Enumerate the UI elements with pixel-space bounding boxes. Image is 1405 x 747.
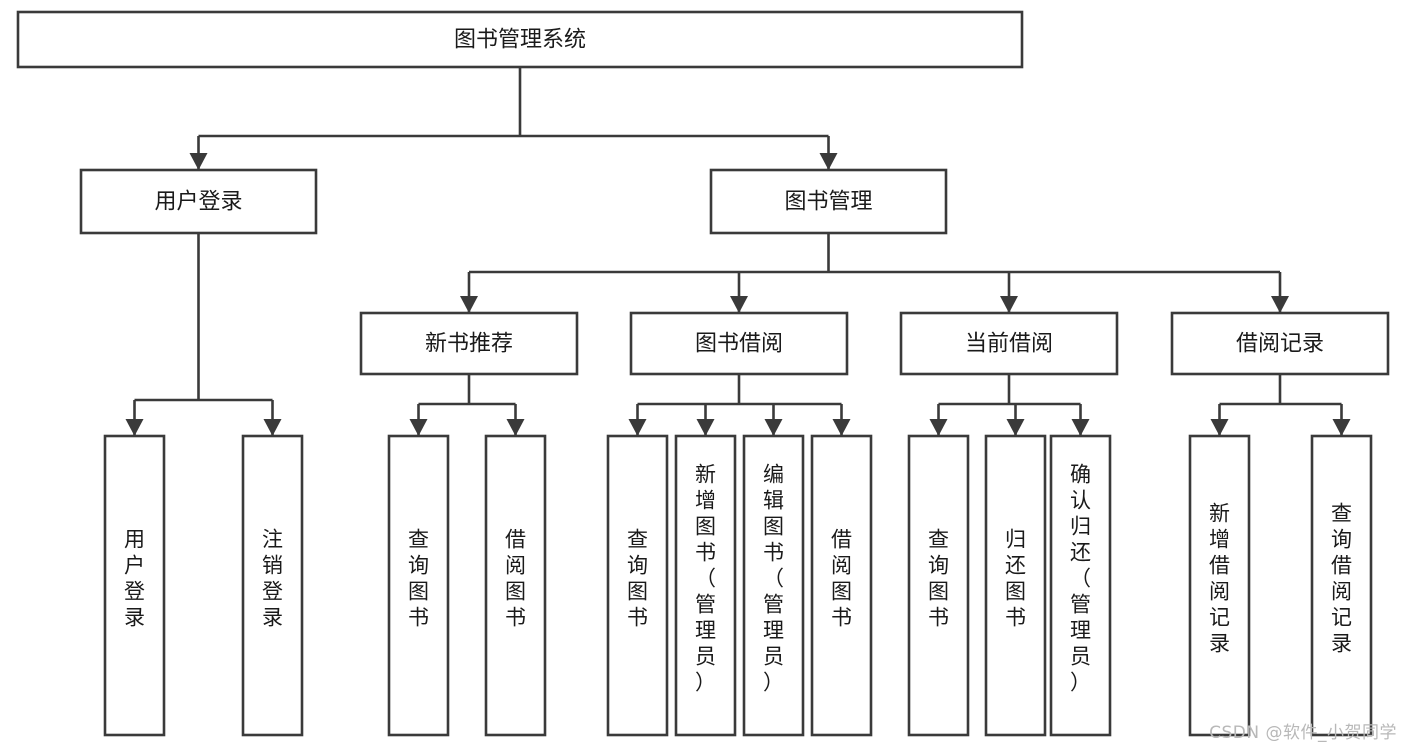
leaf-node-label: 查询图书 xyxy=(408,528,429,630)
arrow-head-icon xyxy=(409,419,428,436)
leaf-node-10[interactable]: 归还图书 xyxy=(984,434,1047,737)
arrow-head-icon xyxy=(1006,419,1025,436)
leaf-node-label: 新增借阅记录 xyxy=(1209,502,1230,656)
leaf-node-rect xyxy=(1188,434,1251,737)
leaf-node-2[interactable]: 注销登录 xyxy=(241,434,304,737)
level3-node-rect xyxy=(629,311,849,376)
leaf-node-label: 查询图书 xyxy=(928,528,949,630)
leaf-node-label: 查询借阅记录 xyxy=(1331,502,1352,656)
level3-node-4[interactable]: 借阅记录 xyxy=(1170,311,1390,376)
level3-node-1[interactable]: 新书推荐 xyxy=(359,311,579,376)
leaf-node-rect xyxy=(1049,434,1112,737)
arrow-head-icon xyxy=(125,419,144,436)
leaf-node-rect xyxy=(674,434,737,737)
arrow-head-icon xyxy=(1332,419,1351,436)
leaf-node-7[interactable]: 编辑图书（管理员） xyxy=(742,434,805,737)
arrow-head-icon xyxy=(506,419,525,436)
leaf-node-rect xyxy=(810,434,873,737)
leaf-node-label: 借阅图书 xyxy=(831,528,852,630)
level3-node-2[interactable]: 图书借阅 xyxy=(629,311,849,376)
leaf-node-label: 注销登录 xyxy=(262,528,283,630)
leaf-node-5[interactable]: 查询图书 xyxy=(606,434,669,737)
arrow-head-icon xyxy=(1000,296,1018,313)
arrow-head-icon xyxy=(764,419,783,436)
level3-node-rect xyxy=(359,311,579,376)
leaf-node-4[interactable]: 借阅图书 xyxy=(484,434,547,737)
arrow-head-icon xyxy=(628,419,647,436)
leaf-node-11[interactable]: 确认归还（管理员） xyxy=(1049,434,1112,737)
level3-node-3[interactable]: 当前借阅 xyxy=(899,311,1119,376)
leaf-node-rect xyxy=(103,434,166,737)
leaf-node-8[interactable]: 借阅图书 xyxy=(810,434,873,737)
leaf-node-rect xyxy=(484,434,547,737)
level3-node-label: 新书推荐 xyxy=(425,332,513,357)
leaf-node-label: 查询图书 xyxy=(627,528,648,630)
arrow-head-icon xyxy=(1271,296,1289,313)
arrow-head-icon xyxy=(696,419,715,436)
leaf-node-rect xyxy=(907,434,970,737)
leaf-node-rect xyxy=(241,434,304,737)
leaf-node-label: 新增图书（管理员） xyxy=(695,463,716,695)
leaf-node-label: 确认归还（管理员） xyxy=(1070,463,1091,695)
leaf-node-label: 编辑图书（管理员） xyxy=(763,463,784,695)
node-layer: 图书管理系统用户登录图书管理新书推荐图书借阅当前借阅借阅记录用户登录注销登录查询… xyxy=(16,10,1390,737)
arrow-head-icon xyxy=(1210,419,1229,436)
arrow-head-icon xyxy=(189,153,208,170)
leaf-node-1[interactable]: 用户登录 xyxy=(103,434,166,737)
leaf-node-13[interactable]: 查询借阅记录 xyxy=(1310,434,1373,737)
level2-node-label: 图书管理 xyxy=(784,190,872,215)
level3-node-label: 借阅记录 xyxy=(1236,332,1324,357)
arrow-head-icon xyxy=(1071,419,1090,436)
leaf-node-rect xyxy=(1310,434,1373,737)
level2-node-rect xyxy=(709,168,948,235)
arrow-head-icon xyxy=(929,419,948,436)
leaf-node-label: 用户登录 xyxy=(124,528,145,630)
level3-node-rect xyxy=(899,311,1119,376)
arrow-head-icon xyxy=(460,296,478,313)
level2-node-label: 用户登录 xyxy=(154,190,242,215)
leaf-node-rect xyxy=(606,434,669,737)
level2-node-rect xyxy=(79,168,318,235)
leaf-node-label: 借阅图书 xyxy=(505,528,526,630)
connector-layer xyxy=(125,67,1351,436)
leaf-node-rect xyxy=(742,434,805,737)
level3-node-rect xyxy=(1170,311,1390,376)
level3-node-label: 当前借阅 xyxy=(965,332,1053,357)
leaf-node-3[interactable]: 查询图书 xyxy=(387,434,450,737)
arrow-head-icon xyxy=(730,296,748,313)
root-node-1[interactable]: 图书管理系统 xyxy=(16,10,1024,69)
leaf-node-6[interactable]: 新增图书（管理员） xyxy=(674,434,737,737)
level2-node-1[interactable]: 用户登录 xyxy=(79,168,318,235)
arrow-head-icon xyxy=(263,419,282,436)
leaf-node-rect xyxy=(387,434,450,737)
leaf-node-9[interactable]: 查询图书 xyxy=(907,434,970,737)
arrow-head-icon xyxy=(832,419,851,436)
leaf-node-12[interactable]: 新增借阅记录 xyxy=(1188,434,1251,737)
arrow-head-icon xyxy=(819,153,838,170)
root-node-rect xyxy=(16,10,1024,69)
level2-node-2[interactable]: 图书管理 xyxy=(709,168,948,235)
level3-node-label: 图书借阅 xyxy=(695,332,783,357)
leaf-node-rect xyxy=(984,434,1047,737)
leaf-node-label: 归还图书 xyxy=(1005,528,1026,630)
root-node-label: 图书管理系统 xyxy=(454,28,586,53)
